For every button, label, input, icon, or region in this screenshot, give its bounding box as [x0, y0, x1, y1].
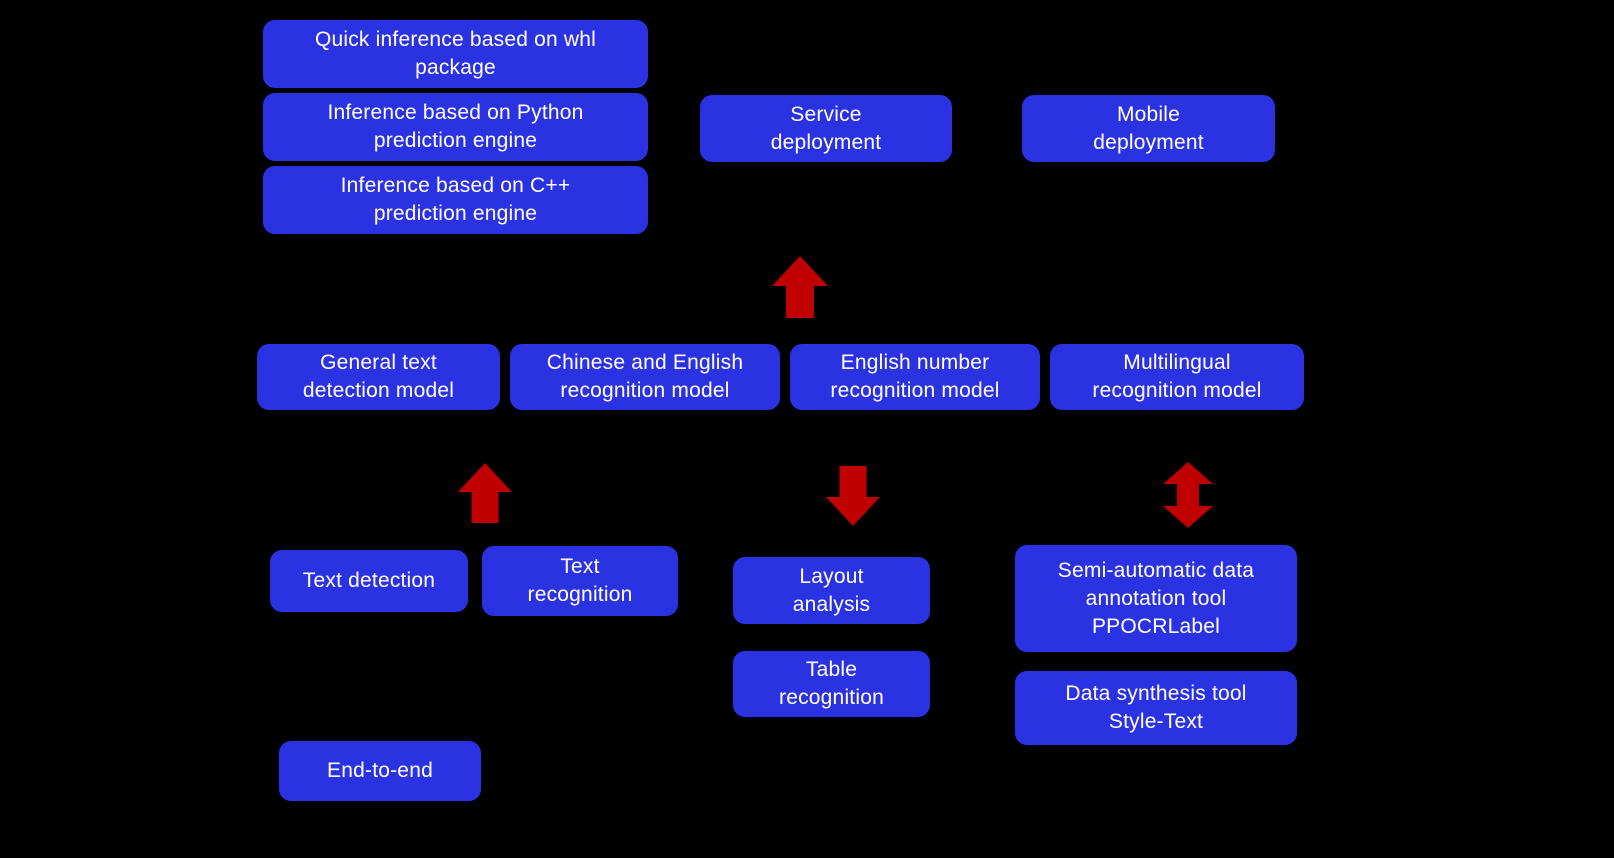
node-multilingual-recognition-model: Multilingual recognition model: [1050, 344, 1304, 410]
node-python-inference: Inference based on Python prediction eng…: [263, 93, 648, 161]
up-arrow-icon: [772, 256, 828, 318]
node-label: Text recognition: [527, 555, 633, 606]
node-label: Layout analysis: [792, 564, 871, 616]
node-cpp-inference: Inference based on C++ prediction engine: [263, 166, 648, 234]
node-label: Inference based on Python prediction eng…: [327, 101, 584, 152]
node-label: General text detection model: [302, 351, 455, 402]
node-quick-inference: Quick inference based on whl package: [263, 20, 648, 88]
node-label: English number recognition model: [830, 351, 1000, 402]
node-style-text-synthesis-tool: Data synthesis tool Style-Text: [1015, 671, 1297, 745]
up-down-arrow-icon: [1160, 462, 1216, 528]
node-label: Data synthesis tool Style-Text: [1065, 682, 1247, 733]
node-label: Chinese and English recognition model: [546, 351, 744, 402]
node-table-recognition: Table recognition: [733, 651, 930, 717]
node-label: Table recognition: [779, 658, 884, 709]
node-label: Multilingual recognition model: [1092, 351, 1262, 402]
node-label: Semi-automatic data annotation tool PPOC…: [1057, 558, 1255, 638]
node-label: Quick inference based on whl package: [314, 28, 597, 79]
node-ppocrlabel-annotation-tool: Semi-automatic data annotation tool PPOC…: [1015, 545, 1297, 652]
node-general-text-detection-model: General text detection model: [257, 344, 500, 410]
node-label: Text detection: [302, 569, 436, 592]
node-chinese-english-recognition-model: Chinese and English recognition model: [510, 344, 780, 410]
up-arrow-icon: [457, 463, 513, 523]
node-mobile-deployment: Mobile deployment: [1022, 95, 1275, 162]
node-end-to-end: End-to-end: [279, 741, 481, 801]
node-service-deployment: Service deployment: [700, 95, 952, 162]
node-text-recognition: Text recognition: [482, 546, 678, 616]
down-arrow-icon: [825, 466, 881, 526]
node-layout-analysis: Layout analysis: [733, 557, 930, 624]
node-text-detection: Text detection: [270, 550, 468, 612]
node-label: Inference based on C++ prediction engine: [340, 174, 571, 225]
node-label: Service deployment: [770, 102, 882, 154]
node-label: Mobile deployment: [1093, 102, 1204, 154]
node-label: End-to-end: [327, 759, 433, 782]
node-english-number-recognition-model: English number recognition model: [790, 344, 1040, 410]
